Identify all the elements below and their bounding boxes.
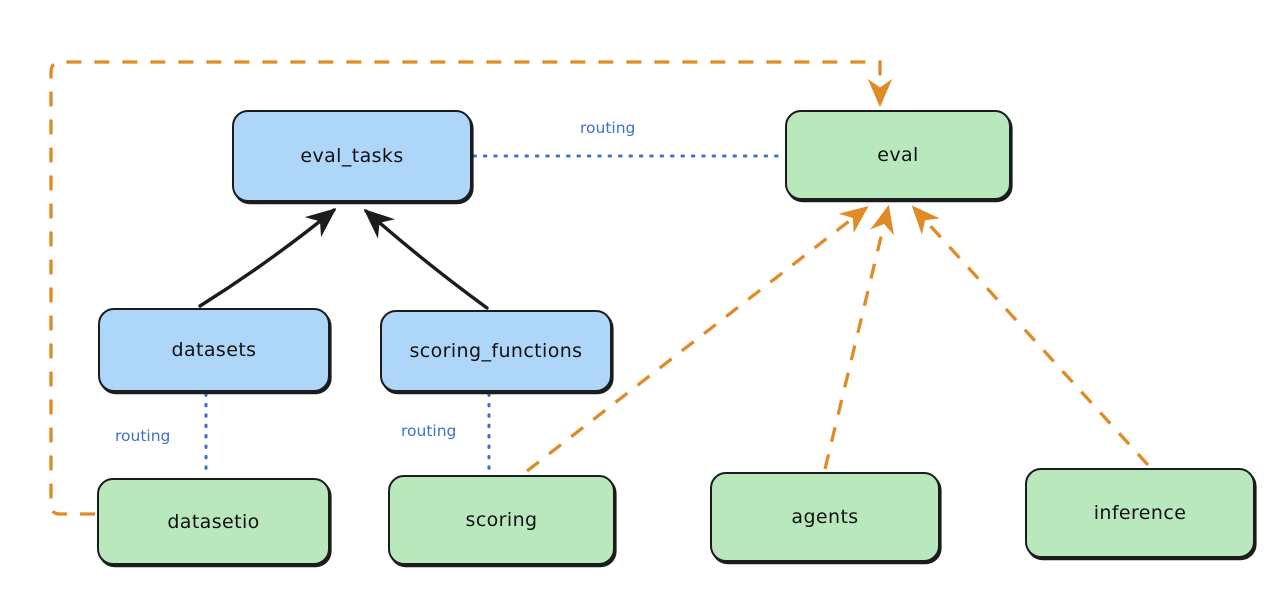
node-agents[interactable]: agents [710, 472, 940, 562]
node-datasetio[interactable]: datasetio [97, 478, 330, 565]
node-agents-label: agents [791, 506, 859, 528]
edge-agents-to-eval [823, 204, 894, 470]
edge-label-routing-datasets: routing [112, 427, 174, 445]
edge-scoring-functions-to-eval-tasks [363, 208, 489, 310]
node-eval-tasks-label: eval_tasks [300, 145, 404, 167]
node-inference-label: inference [1093, 502, 1187, 524]
node-eval[interactable]: eval [785, 110, 1011, 200]
node-inference[interactable]: inference [1025, 468, 1255, 558]
edge-datasets-to-eval-tasks [198, 208, 337, 308]
node-datasets[interactable]: datasets [98, 308, 330, 392]
node-scoring-functions[interactable]: scoring_functions [380, 310, 612, 392]
edge-inference-to-eval [911, 205, 1150, 467]
node-datasetio-label: datasetio [167, 510, 260, 533]
node-eval-tasks[interactable]: eval_tasks [232, 110, 472, 202]
node-scoring-functions-label: scoring_functions [409, 340, 583, 362]
node-scoring-label: scoring [465, 509, 538, 531]
edge-label-routing-scoring-functions: routing [398, 422, 460, 440]
node-scoring[interactable]: scoring [388, 475, 615, 565]
edge-datasetio-to-eval [49, 60, 893, 516]
edge-label-routing-eval-tasks: routing [577, 119, 639, 137]
node-eval-label: eval [877, 144, 919, 166]
node-datasets-label: datasets [171, 339, 257, 361]
